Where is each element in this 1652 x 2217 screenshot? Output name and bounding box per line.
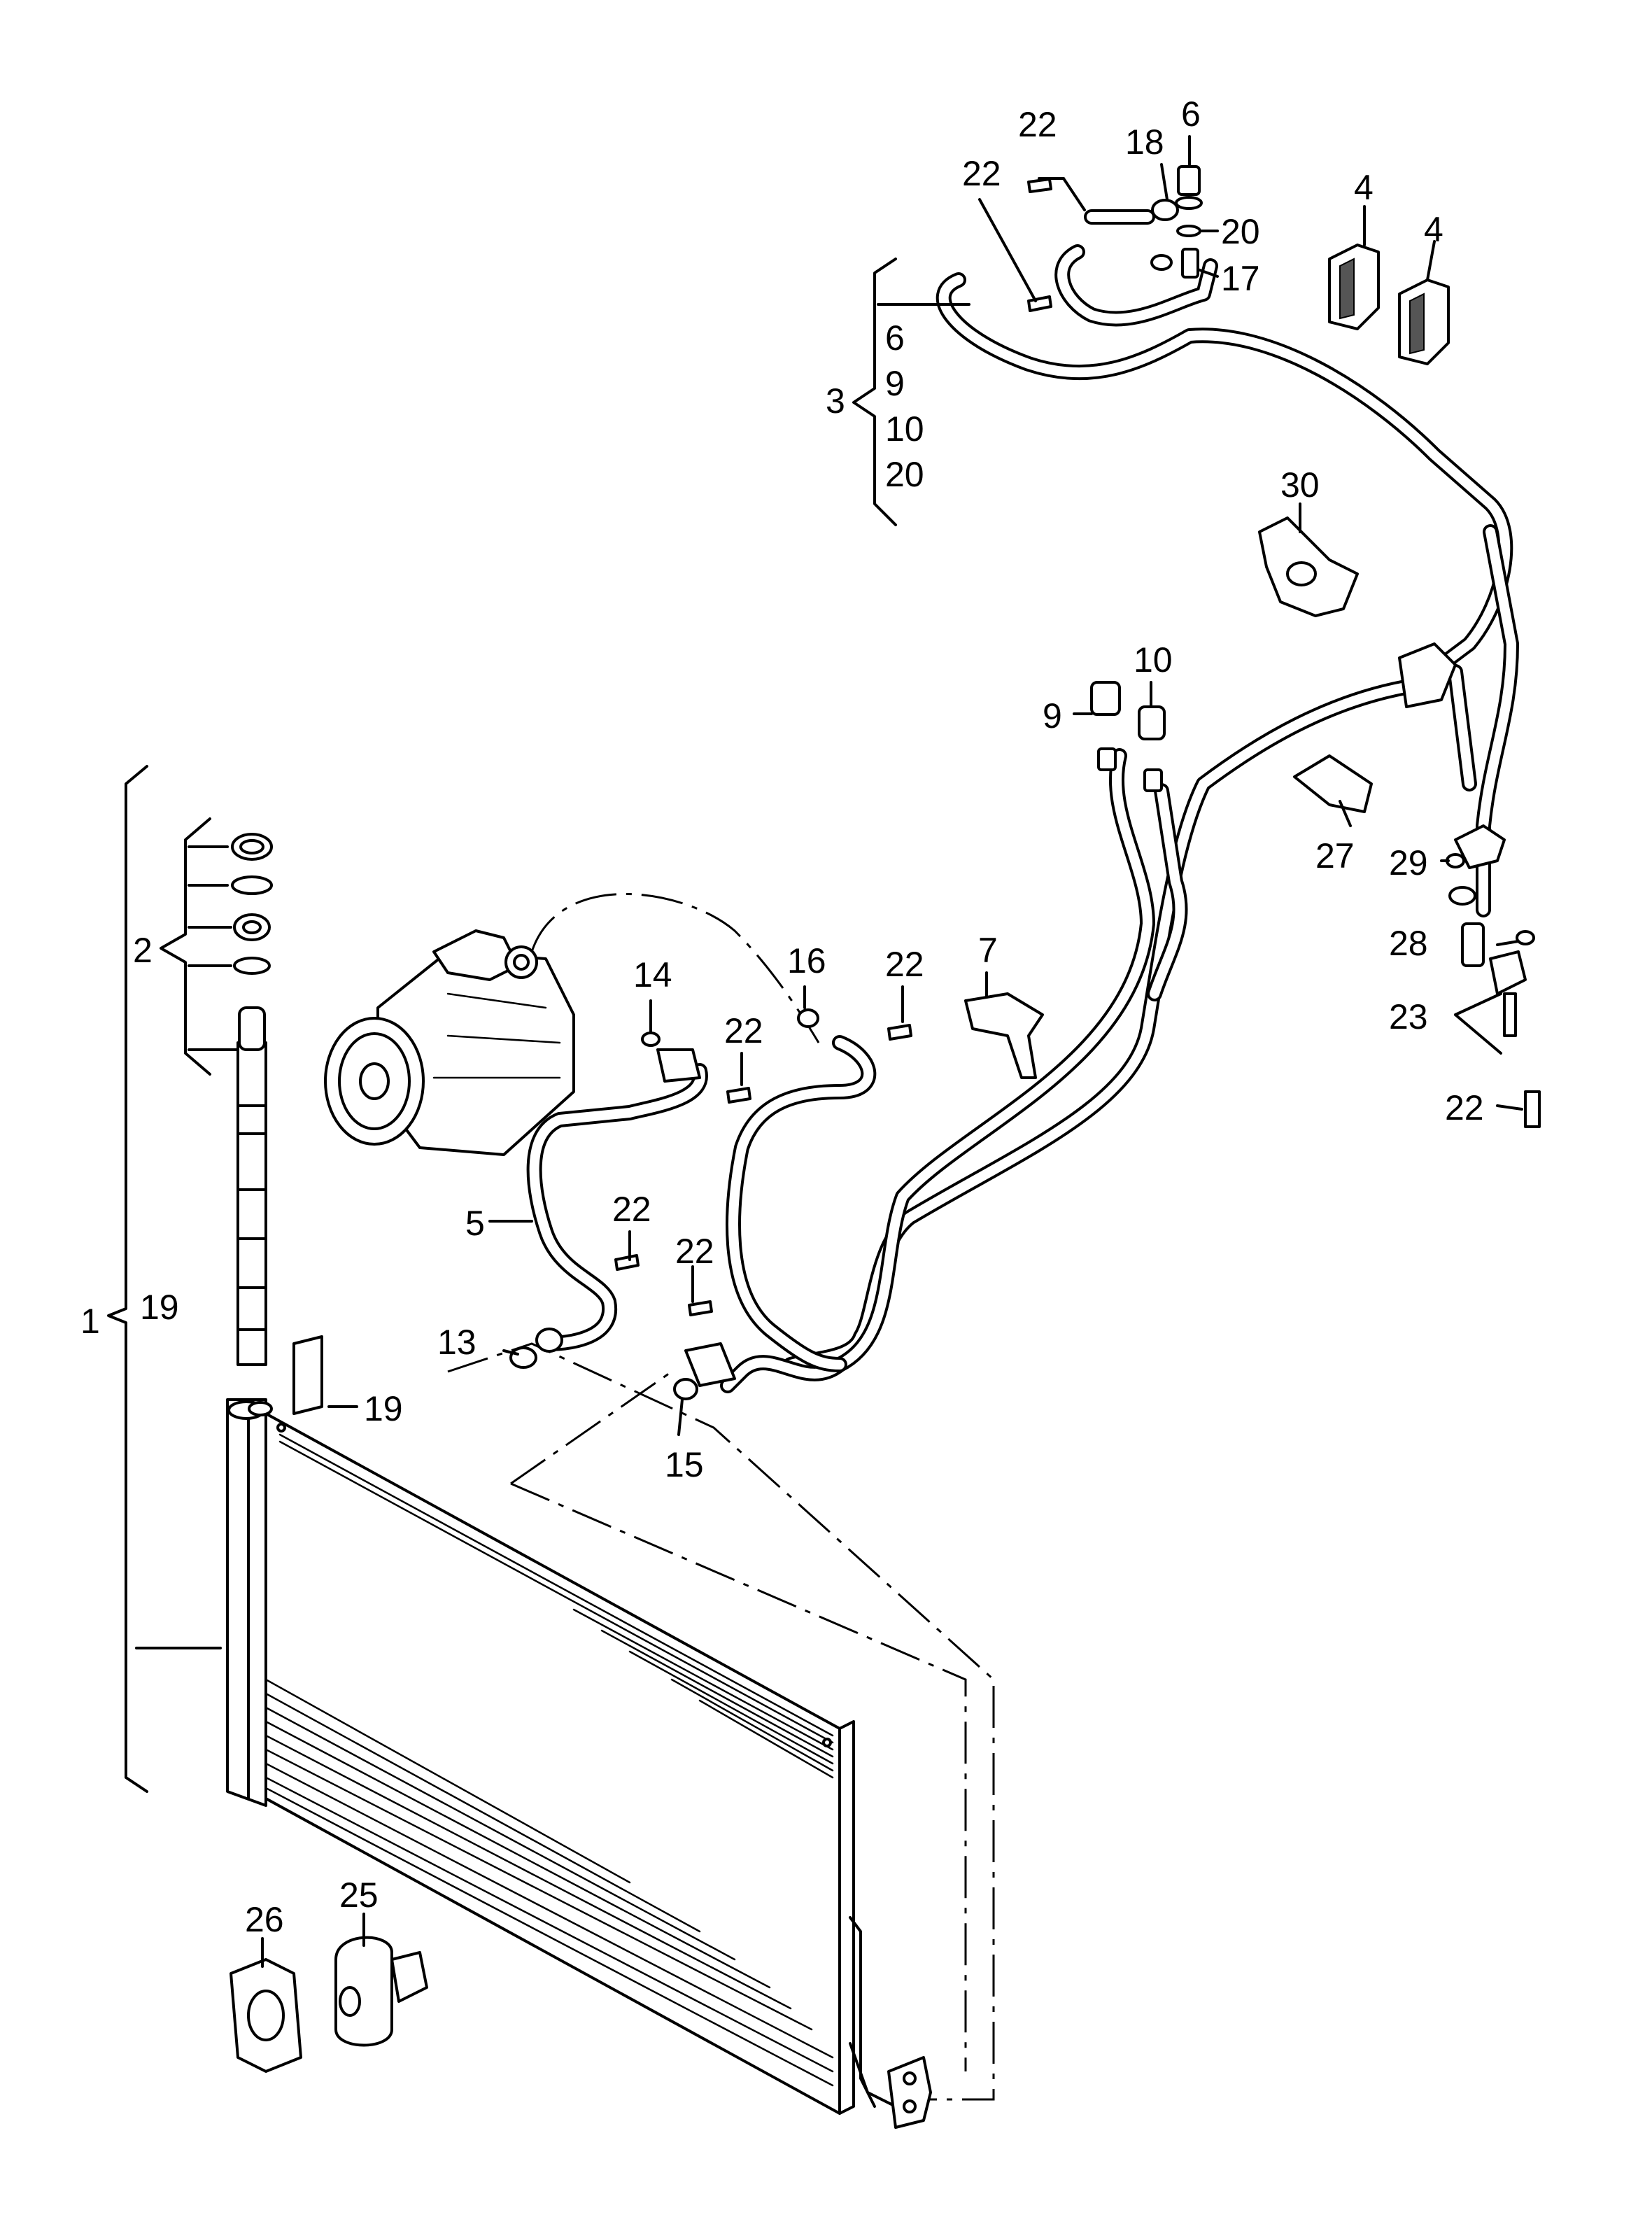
callout-10-fitting: 10: [1134, 640, 1173, 680]
condenser-fins: [264, 1433, 834, 2087]
callout-22-right: 22: [1445, 1088, 1484, 1127]
callout-labels: 22 18 6 22 20 17 4 4 3 6 9 10 20 30 10 9…: [80, 94, 1484, 1939]
clip-27: [1293, 754, 1373, 813]
callout-19-bracket: 19: [140, 1288, 179, 1327]
callout-22-top: 22: [1018, 105, 1057, 144]
callout-4-second: 4: [1424, 210, 1443, 249]
callout-30: 30: [1280, 465, 1320, 505]
callout-1: 1: [80, 1302, 100, 1341]
callout-5: 5: [465, 1204, 485, 1243]
callout-19-drier: 19: [364, 1389, 403, 1428]
callout-7: 7: [978, 931, 998, 970]
callout-3: 3: [826, 381, 845, 421]
callout-2: 2: [133, 931, 153, 970]
callout-22-left: 22: [962, 154, 1001, 193]
callout-29: 29: [1389, 843, 1428, 882]
callout-10-group: 10: [885, 409, 924, 449]
callout-22-lower: 22: [612, 1190, 651, 1229]
callout-25: 25: [339, 1875, 379, 1915]
bracket-7: [964, 992, 1044, 1079]
callout-14: 14: [633, 955, 672, 994]
callout-22-middle: 22: [885, 945, 924, 984]
valve-17: [1181, 248, 1199, 279]
pressure-switch-25: [334, 1936, 428, 2047]
callout-9-fitting: 9: [1043, 696, 1062, 736]
compressor-fittings: [509, 1008, 912, 1400]
callout-23: 23: [1389, 997, 1428, 1036]
callout-28: 28: [1389, 924, 1428, 963]
callout-26: 26: [245, 1900, 284, 1939]
callout-9-group: 9: [885, 364, 905, 403]
callout-15: 15: [665, 1445, 704, 1484]
callout-18: 18: [1125, 122, 1164, 162]
callout-16: 16: [787, 941, 826, 980]
callout-6-switch: 6: [1181, 94, 1201, 134]
callout-17: 17: [1221, 259, 1260, 298]
o-ring-18: [1151, 199, 1179, 221]
seal-26: [230, 1958, 302, 2073]
clip-4a: [1328, 244, 1380, 330]
leader-lines: [261, 135, 1523, 1968]
compressor: [324, 929, 575, 1156]
o-ring-20: [1176, 225, 1201, 237]
callout-20-group: 20: [885, 455, 924, 494]
condenser: [226, 1398, 932, 2129]
callout-4-first: 4: [1354, 168, 1374, 207]
refrigerant-pipes: [526, 209, 1519, 1393]
receiver-drier: [236, 1006, 323, 1415]
callout-20-top: 20: [1221, 212, 1260, 251]
o-ring-17: [1150, 254, 1173, 271]
callout-22-bottom: 22: [675, 1232, 714, 1271]
fittings-9-10: [1090, 681, 1166, 792]
callout-6-group: 6: [885, 318, 905, 358]
bracket-1: [107, 765, 238, 1793]
hose-clips-right: [1398, 642, 1541, 1128]
mount-30: [1258, 516, 1359, 617]
bolts-top: [1027, 178, 1052, 312]
clip-4b: [1398, 279, 1450, 365]
seal-kit: [231, 833, 273, 975]
callout-22-compressor: 22: [724, 1011, 763, 1050]
switch-6: [1175, 165, 1203, 210]
callout-27: 27: [1315, 836, 1355, 875]
callout-13: 13: [437, 1323, 476, 1362]
